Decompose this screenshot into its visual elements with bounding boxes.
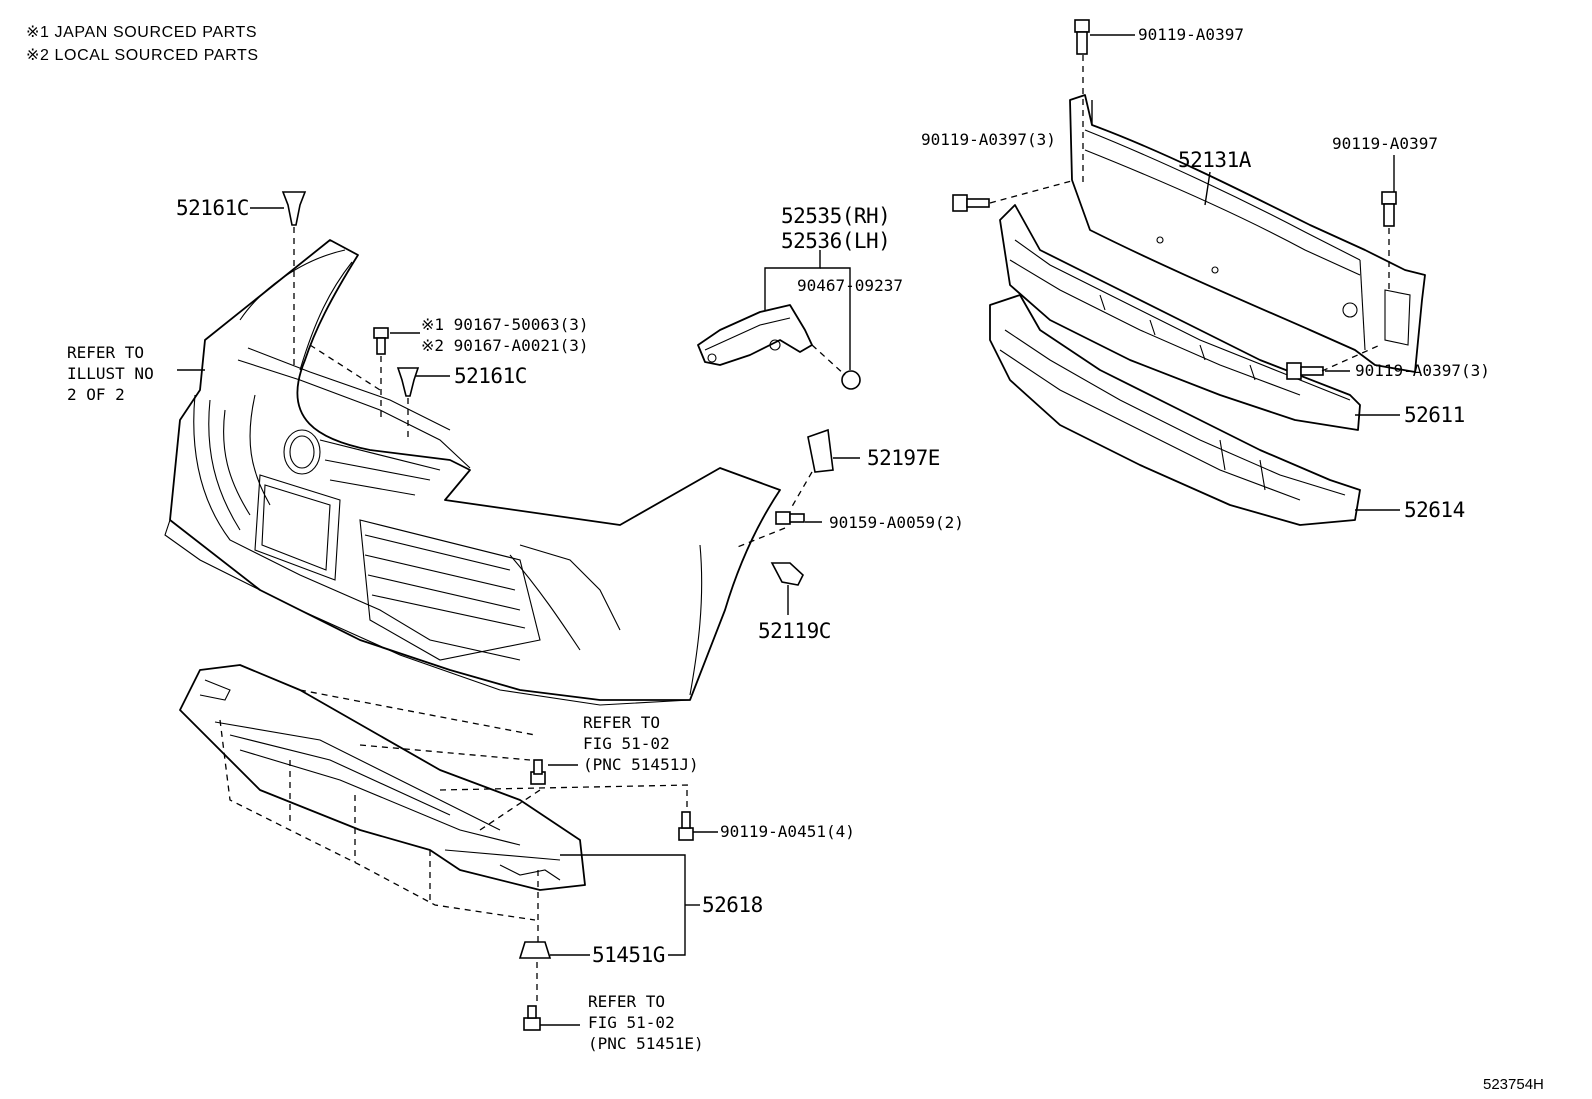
part-label-51451G[interactable]: 51451G (592, 943, 665, 967)
part-label-52131A[interactable]: 52131A (1178, 148, 1251, 172)
part-label-52161C-top[interactable]: 52161C (176, 196, 249, 220)
refer-illust-line3[interactable]: 2 OF 2 (67, 385, 125, 404)
bracket-drawing (697, 304, 813, 366)
part-label-90119-A0397-3-right[interactable]: 90119-A0397(3) (1355, 361, 1490, 380)
illustration-id: 523754H (1483, 1076, 1544, 1093)
assembly-lines (219, 55, 1390, 1006)
refer-illust-line1[interactable]: REFER TO (67, 343, 145, 362)
part-label-52611[interactable]: 52611 (1404, 403, 1465, 427)
part-label-52161C-mid[interactable]: 52161C (454, 364, 527, 388)
part-label-90167-A0021[interactable]: ※2 90167-A0021(3) (421, 336, 589, 355)
part-label-52119C[interactable]: 52119C (758, 619, 831, 643)
part-label-52614[interactable]: 52614 (1404, 498, 1465, 522)
part-label-90119-A0451[interactable]: 90119-A0451(4) (720, 822, 855, 841)
refer-fig-51451E-line2[interactable]: FIG 51-02 (588, 1013, 675, 1032)
part-label-52535-rh[interactable]: 52535(RH) (781, 204, 891, 228)
undercover-drawing (179, 664, 586, 891)
local-sourced-note: ※2 LOCAL SOURCED PARTS (26, 47, 259, 64)
refer-fig-51451J-line1[interactable]: REFER TO (583, 713, 661, 732)
absorber-drawing (999, 204, 1361, 431)
absorber-lower-drawing (989, 294, 1361, 526)
refer-illust-line2[interactable]: ILLUST NO (67, 364, 154, 383)
part-label-52197E[interactable]: 52197E (867, 446, 940, 470)
part-label-90119-A0397-3-left[interactable]: 90119-A0397(3) (921, 130, 1056, 149)
part-label-52618[interactable]: 52618 (702, 893, 763, 917)
part-label-90159-A0059[interactable]: 90159-A0059(2) (829, 513, 964, 532)
part-label-90119-A0397-top[interactable]: 90119-A0397 (1138, 25, 1244, 44)
refer-fig-51451J-line3[interactable]: (PNC 51451J) (583, 755, 699, 774)
part-label-52536-lh[interactable]: 52536(LH) (781, 229, 891, 253)
refer-fig-51451E-line1[interactable]: REFER TO (588, 992, 666, 1011)
bumper-cover-drawing (164, 239, 781, 706)
part-label-90119-A0397-right[interactable]: 90119-A0397 (1332, 134, 1438, 153)
part-label-90167-50063[interactable]: ※1 90167-50063(3) (421, 315, 589, 334)
part-label-90467-09237[interactable]: 90467-09237 (797, 276, 903, 295)
refer-fig-51451J-line2[interactable]: FIG 51-02 (583, 734, 670, 753)
refer-fig-51451E-line3[interactable]: (PNC 51451E) (588, 1034, 704, 1053)
japan-sourced-note: ※1 JAPAN SOURCED PARTS (26, 24, 258, 41)
leader-lines (177, 34, 1400, 1026)
